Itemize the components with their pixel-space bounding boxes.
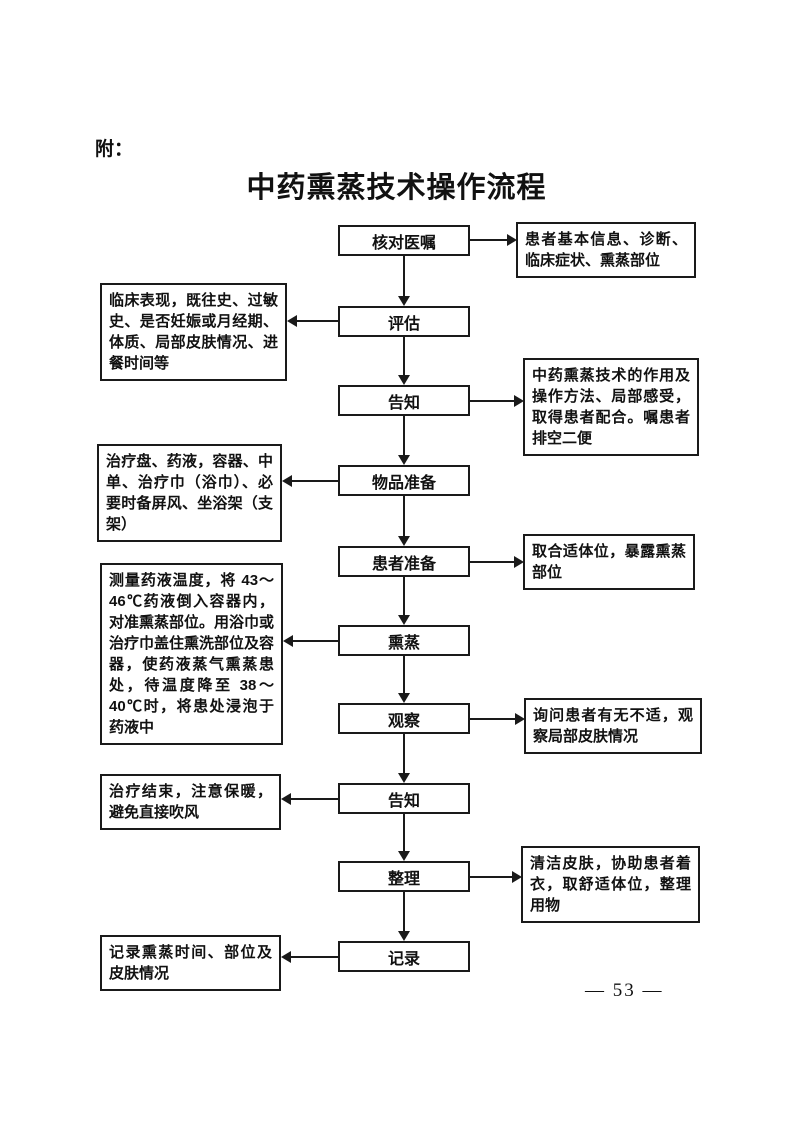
connector-down-9 xyxy=(398,892,410,941)
step-patient-prep: 患者准备 xyxy=(338,546,470,577)
note-record: 记录熏蒸时间、部位及皮肤情况 xyxy=(100,935,281,991)
note-fumigation: 测量药液温度，将 43～46℃药液倒入容器内，对准熏蒸部位。用浴巾或治疗巾盖住熏… xyxy=(100,563,283,745)
connector-right-inform xyxy=(470,395,524,407)
connector-down-7 xyxy=(398,734,410,783)
step-supplies-prep: 物品准备 xyxy=(338,465,470,496)
connector-left-inform-after xyxy=(281,793,338,805)
note-supplies-prep: 治疗盘、药液，容器、中单、治疗巾（浴巾）、必要时备屏风、坐浴架（支架） xyxy=(97,444,282,542)
connector-right-patient-prep xyxy=(470,556,524,568)
connector-left-supplies xyxy=(282,475,338,487)
attachment-label: 附： xyxy=(95,139,134,160)
connector-down-5 xyxy=(398,577,410,625)
note-assess: 临床表现，既往史、过敏史、是否妊娠或月经期、体质、局部皮肤情况、进餐时间等 xyxy=(100,283,287,381)
note-observe: 询问患者有无不适，观察局部皮肤情况 xyxy=(524,698,702,754)
page-title: 中药熏蒸技术操作流程 xyxy=(246,172,547,204)
step-fumigation: 熏蒸 xyxy=(338,625,470,656)
connector-left-assess xyxy=(287,315,342,327)
connector-right-tidy-up xyxy=(470,871,522,883)
connector-down-2 xyxy=(398,337,410,385)
connector-right-verify-order xyxy=(470,234,517,246)
connector-left-record xyxy=(281,951,338,963)
note-inform-after: 治疗结束，注意保暖，避免直接吹风 xyxy=(100,774,281,830)
step-inform: 告知 xyxy=(338,385,470,416)
step-verify-order: 核对医嘱 xyxy=(338,225,470,256)
connector-down-6 xyxy=(398,656,410,703)
connector-down-8 xyxy=(398,814,410,861)
connector-down-4 xyxy=(398,496,410,546)
note-inform: 中药熏蒸技术的作用及操作方法、局部感受，取得患者配合。嘱患者排空二便 xyxy=(523,358,699,456)
step-assess: 评估 xyxy=(338,306,470,337)
note-tidy-up: 清洁皮肤，协助患者着衣，取舒适体位，整理用物 xyxy=(521,846,700,923)
step-record: 记录 xyxy=(338,941,470,972)
step-observe: 观察 xyxy=(338,703,470,734)
connector-down-3 xyxy=(398,416,410,465)
step-inform-after: 告知 xyxy=(338,783,470,814)
connector-left-fumigation xyxy=(283,635,338,647)
page-number: — 53 — xyxy=(585,980,664,1001)
note-patient-prep: 取合适体位，暴露熏蒸部位 xyxy=(523,534,695,590)
connector-down-1 xyxy=(398,256,410,306)
connector-right-observe xyxy=(470,713,525,725)
note-verify-order: 患者基本信息、诊断、临床症状、熏蒸部位 xyxy=(516,222,696,278)
step-tidy-up: 整理 xyxy=(338,861,470,892)
